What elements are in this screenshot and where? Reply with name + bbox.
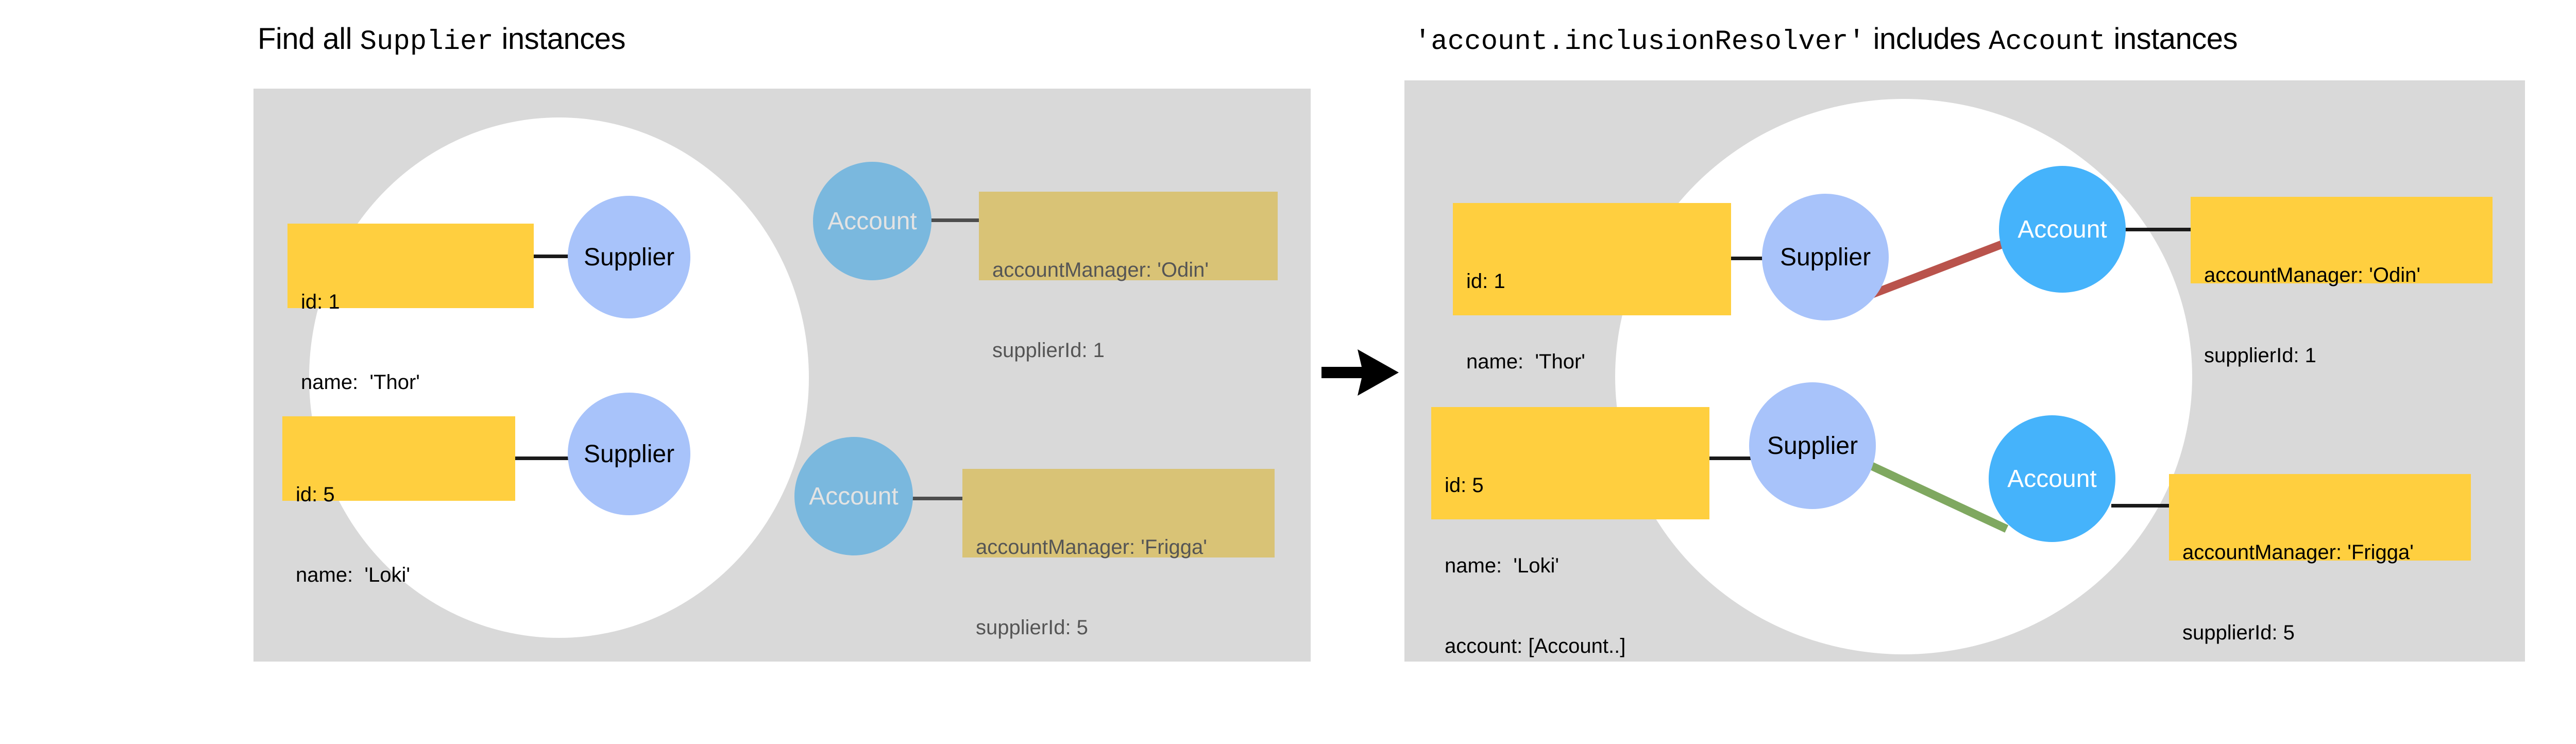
edge-supplier2-to-attrs	[514, 456, 571, 460]
attr-line: accountManager: 'Odin'	[992, 259, 1209, 281]
right-panel-title: 'account.inclusionResolver' includes Acc…	[1414, 22, 2238, 58]
node-supplier-1[interactable]: Supplier	[1762, 194, 1889, 320]
attr-line: name: 'Loki'	[296, 564, 411, 586]
right-title-code: 'account.inclusionResolver'	[1414, 26, 1865, 58]
edge-supplier2-to-attrs	[1707, 456, 1754, 460]
attr-line: account: [Account..]	[1445, 635, 1626, 657]
left-title-prefix: Find all	[258, 22, 360, 56]
edge-account1-to-attrs	[2123, 228, 2194, 231]
attr-line: id: 5	[1445, 474, 1484, 497]
node-account-1[interactable]: Account	[1999, 166, 2126, 293]
edge-account1-to-attrs	[927, 218, 981, 222]
attr-line: supplierId: 1	[992, 339, 1105, 362]
attr-line: accountManager: 'Frigga'	[2182, 541, 2414, 564]
node-account-2[interactable]: Account	[794, 437, 913, 555]
right-title-middle: includes	[1865, 22, 1989, 56]
right-title-code2: Account	[1988, 26, 2106, 58]
node-supplier-1[interactable]: Supplier	[568, 196, 690, 318]
right-arrow-icon	[1321, 349, 1399, 396]
attrbox-supplier-2: id: 5 name: 'Loki'	[282, 416, 515, 586]
edge-supplier1-to-attrs	[533, 255, 571, 258]
attr-line: supplierId: 5	[976, 616, 1088, 639]
edge-account2-to-attrs	[2111, 504, 2172, 508]
attrbox-account-2: accountManager: 'Frigga' supplierId: 5	[2169, 474, 2471, 644]
attrbox-account-1: accountManager: 'Odin' supplierId: 1	[2191, 197, 2493, 367]
left-panel-title: Find all Supplier instances	[258, 22, 626, 58]
right-title-suffix: instances	[2105, 22, 2238, 56]
attr-line: supplierId: 1	[2204, 344, 2316, 367]
node-account-2[interactable]: Account	[1989, 415, 2115, 542]
attr-line: name: 'Loki'	[1445, 554, 1560, 577]
attrbox-account-2: accountManager: 'Frigga' supplierId: 5	[962, 469, 1275, 639]
left-supplier-group-ellipse	[309, 117, 809, 638]
attr-line: id: 1	[1466, 270, 1505, 293]
attr-line: accountManager: 'Frigga'	[976, 536, 1207, 559]
attrbox-account-1: accountManager: 'Odin' supplierId: 1	[979, 192, 1278, 362]
attr-line: name: 'Thor'	[1466, 350, 1585, 373]
node-account-1[interactable]: Account	[813, 162, 931, 280]
edge-supplier1-to-attrs	[1729, 257, 1766, 260]
node-supplier-2[interactable]: Supplier	[568, 393, 690, 515]
edge-account2-to-attrs	[907, 497, 964, 500]
attrbox-supplier-1: id: 1 name: 'Thor' account: [Account..]	[1453, 203, 1731, 453]
attrbox-supplier-2: id: 5 name: 'Loki' account: [Account..]	[1431, 407, 1709, 657]
attr-line: name: 'Thor'	[301, 371, 420, 394]
attr-line: supplierId: 5	[2182, 621, 2295, 644]
left-title-suffix: instances	[493, 22, 625, 56]
attr-line: accountManager: 'Odin'	[2204, 264, 2420, 286]
attr-line: id: 1	[301, 291, 340, 313]
node-supplier-2[interactable]: Supplier	[1749, 382, 1876, 509]
attr-line: id: 5	[296, 483, 335, 506]
left-title-code: Supplier	[360, 26, 494, 58]
attrbox-supplier-1: id: 1 name: 'Thor'	[287, 224, 534, 394]
